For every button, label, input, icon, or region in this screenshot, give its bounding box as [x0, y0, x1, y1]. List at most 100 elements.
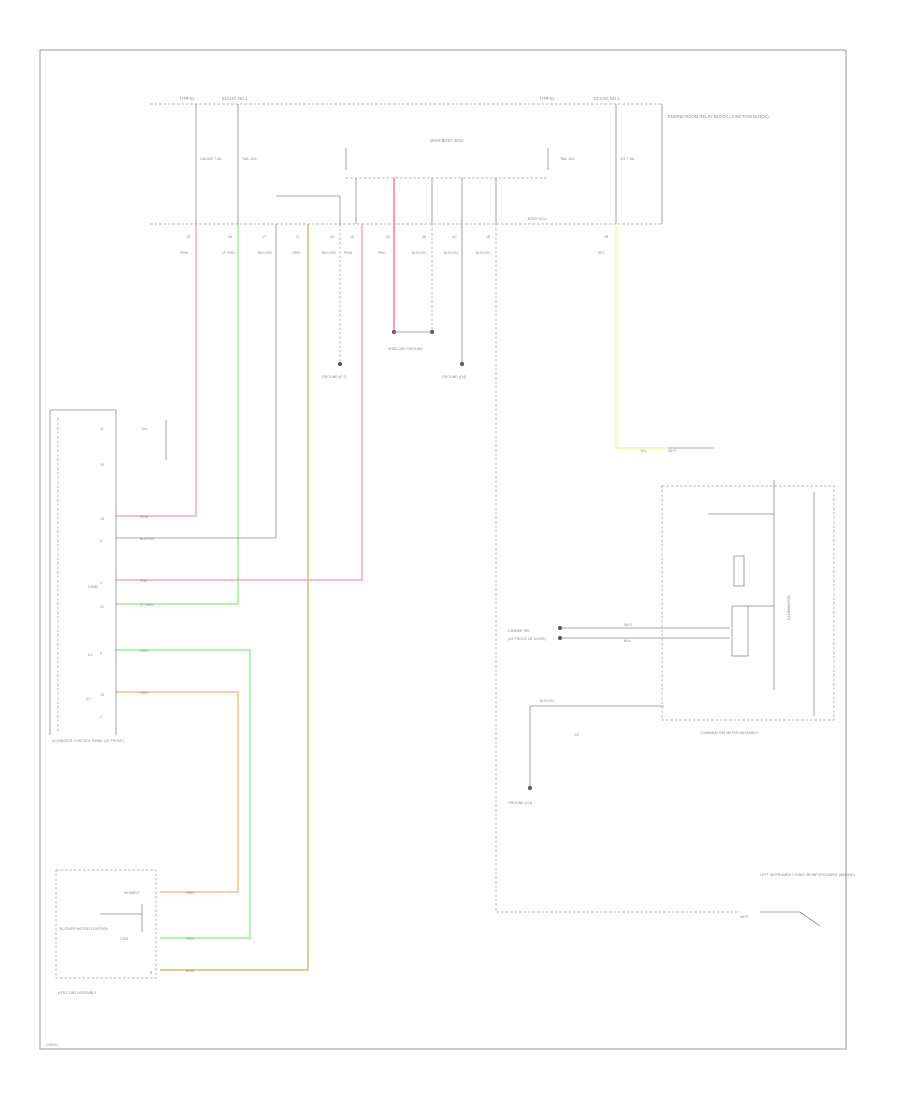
pin-2: 10: [100, 463, 104, 467]
wire-code-5: BLK/YEL: [322, 251, 337, 255]
module-wire-red: PNK: [140, 579, 148, 583]
ground-points: GROUND (F-1) SHIELDED GROUND GROUND (G4): [322, 330, 466, 379]
fuse-label-2: ECU-IG NO.1: [222, 96, 248, 101]
ecu-title: MAIN BODY ECU: [430, 138, 463, 143]
terminal-6: 1E: [350, 235, 355, 239]
meter-name: COMBINATION METER ASSEMBLY: [700, 731, 759, 735]
htr-switch-component: BLOWER MOTOR CONTROL: [60, 927, 108, 931]
sub-fuse-1: GAUGE 7.5A: [200, 157, 222, 161]
module-wire-blkyel: BLK/YEL: [140, 537, 155, 541]
fuse-label-3: HTR-IG: [540, 96, 554, 101]
wire-code-6: PINK: [344, 251, 353, 255]
wire-code-2: LT GRN: [222, 251, 235, 255]
meter-junction: J/C: [574, 733, 580, 737]
module-ref-label: D/L: [142, 427, 148, 431]
meter-conn-2: [558, 636, 562, 640]
module-wire-pink: PINK: [140, 515, 149, 519]
terminal-9: 4G: [452, 235, 457, 239]
climate-module: D/L AC/HEATER CONTROL PANEL (AT FRONT) 1…: [49, 409, 167, 743]
wire-blkyel-1: [116, 224, 277, 539]
meter-bottom-wire-label: BLK/YEL: [540, 699, 555, 703]
terminal-1: 1S: [186, 235, 191, 239]
ground-label-2: SHIELDED GROUND: [388, 347, 423, 351]
wire-code-10: BLK/YEL: [476, 251, 491, 255]
sub-fuse-2: TAIL 10A: [242, 157, 257, 161]
meter-ground-label: GROUND (G4): [508, 801, 532, 805]
meter-wire-mid-label-2: BLK: [624, 639, 631, 643]
htr-switch-box: [55, 869, 157, 979]
module-wire-ltgrn: LT GRN: [140, 603, 153, 607]
diagram-border: [39, 49, 847, 1050]
ground-label-3: GROUND (G4): [442, 375, 466, 379]
wire-pink: [116, 224, 197, 517]
wire-code-4: ORN: [292, 251, 300, 255]
meter-left-label-2: (AT FRONT OF DOOR): [508, 637, 546, 641]
htr-switch: HTR CONT ASSEMBLY BLOWER MOTOR CONTROL M…: [55, 869, 194, 995]
terminal-7: 5C: [386, 235, 391, 239]
wire-code-1: PINK: [180, 251, 189, 255]
wire-code-11: YEL: [598, 251, 605, 255]
terminal-10: 1R: [486, 235, 491, 239]
meter-ground-dot: [528, 786, 532, 790]
sub-fuse-4: IG1 7.5A: [620, 157, 635, 161]
wire-orn: [116, 691, 239, 893]
pin-6: 12: [100, 605, 104, 609]
pin-5: 1: [100, 581, 102, 585]
pin-9: 2: [100, 715, 102, 719]
ground-label-1: GROUND (F-1): [322, 375, 347, 379]
pin-7: 5: [100, 651, 102, 655]
pin-3: 13: [100, 517, 104, 521]
terminal-5: 4D: [330, 235, 335, 239]
footer-tag: CW001: [46, 1043, 58, 1047]
terminal-row: 1S 3A 1T 2I 4D 1E 5C 4A 4G 1R 2B PINK LT…: [180, 235, 609, 255]
pin-4: 9: [100, 539, 102, 543]
wire-yellow: [615, 224, 668, 449]
fuse-box: HTR-IG ECU-IG NO.1 HTR-IG ECU-IG NO.2 EN…: [150, 96, 769, 225]
module-wire-orn: ORN: [140, 691, 148, 695]
meter-wire-top-2: WHT: [668, 449, 677, 453]
wire-grn: [116, 649, 251, 939]
module-wire-grn: GRN: [140, 649, 148, 653]
terminal-11: 2B: [604, 235, 609, 239]
wires: [116, 178, 740, 971]
terminal-2: 3A: [228, 235, 233, 239]
htr-pin-a: MOMENT: [124, 891, 141, 895]
wire-code-8: BLK/YEL: [412, 251, 427, 255]
pin-label-1: DIMM: [88, 585, 98, 589]
module-name: AC/HEATER CONTROL PANEL (AT FRONT): [52, 739, 124, 743]
ground-dot-3: [460, 362, 464, 366]
wire-wht-long: [495, 224, 740, 913]
wire-code-7: PNK: [378, 251, 386, 255]
terminal-8: 4A: [422, 235, 427, 239]
fuse-box-title: ENGINE ROOM RELAY BLOCK (JUNCTION BLOCK): [668, 114, 769, 119]
wire-tan: [160, 224, 309, 971]
meter-wht-label: WHT: [740, 915, 749, 919]
htr-pin-c: B: [150, 971, 153, 975]
fuse-label-4: ECU-IG NO.2: [594, 96, 620, 101]
pin-label-2: ILL: [88, 653, 93, 657]
fuse-label-1: HTR-IG: [180, 96, 194, 101]
pin-1: 11: [100, 427, 104, 431]
meter-element: [731, 605, 749, 657]
meter-relay-note: LEFT INSTRUMENT PANEL REINFORCEMENT (BEH…: [760, 873, 855, 877]
wire-ltgrn: [116, 224, 239, 605]
htr-pin-b: COM: [120, 937, 128, 941]
meter-switch-arm: [760, 911, 821, 927]
htr-wire-c: BRN: [186, 969, 194, 973]
meter-wire-top: YEL: [640, 449, 647, 453]
terminal-3: 1T: [262, 235, 267, 239]
meter-bulb: [733, 555, 745, 587]
wire-pink-2: [116, 224, 363, 581]
htr-switch-name: HTR CONT ASSEMBLY: [58, 991, 97, 995]
meter-wire-mid-label-1: WHT: [624, 623, 633, 627]
htr-wire-a: ORN: [186, 891, 194, 895]
meter-bottom-wire: [529, 705, 664, 786]
meter-box: [661, 485, 835, 721]
combination-meter: YEL WHT ILLUMINATION COMBINATION METER A…: [508, 447, 855, 927]
sub-fuse-3: TAIL 10A: [560, 157, 575, 161]
bus-label: BODY ECU: [528, 217, 547, 221]
meter-left-label-1: DIMMER SW: [508, 629, 530, 633]
ground-dot-1: [338, 362, 342, 366]
meter-sublabel: ILLUMINATION: [787, 595, 791, 620]
